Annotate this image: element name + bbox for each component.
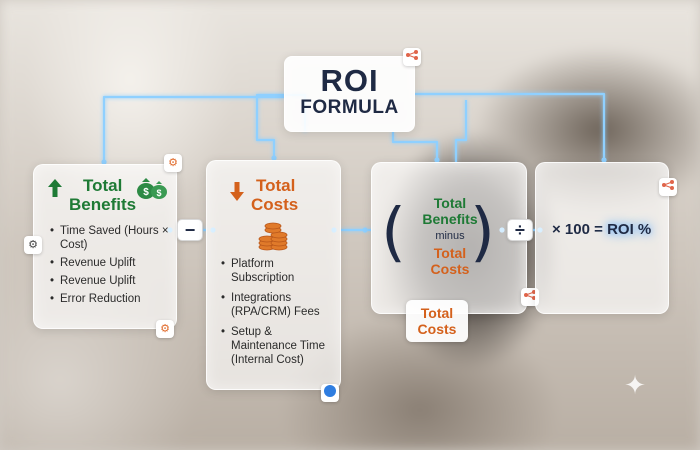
list-item: Error Reduction — [50, 292, 175, 306]
coin-stack-icon — [256, 222, 290, 257]
multiplier-text: × 100 = — [552, 221, 603, 238]
benefits-heading-line-2: Benefits — [69, 195, 137, 214]
share-node-icon — [403, 48, 421, 66]
title-line-2: FORMULA — [300, 97, 399, 118]
costs-list: Platform Subscription Integrations (RPA/… — [221, 257, 339, 371]
list-item: Revenue Uplift — [50, 256, 175, 270]
costs-heading-line-2: Costs — [251, 195, 299, 214]
roi-percent-label: ROI % — [607, 221, 652, 238]
denominator-line-1: Total — [420, 305, 454, 321]
denominator-line-2: Costs — [417, 321, 457, 337]
chat-bot-icon: ⚙ — [24, 236, 42, 254]
down-arrow-icon — [229, 181, 245, 208]
list-item: Revenue Uplift — [50, 274, 175, 288]
svg-text:$: $ — [143, 187, 149, 198]
costs-heading-line-1: Total — [256, 176, 296, 195]
result-card — [535, 162, 669, 314]
divide-operator: ÷ — [507, 219, 533, 241]
formula-benefits-line-1: Total — [433, 195, 467, 211]
left-parenthesis: ( — [381, 196, 406, 270]
right-parenthesis: ) — [470, 196, 495, 270]
roi-result: × 100 = ROI % — [552, 221, 651, 238]
gear-icon: ⚙ — [156, 320, 174, 338]
formula-minus-word: minus — [435, 230, 465, 242]
up-arrow-icon — [47, 178, 63, 203]
roi-formula-title-card: ROI FORMULA — [284, 56, 415, 132]
gear-icon: ⚙ — [164, 154, 182, 172]
list-item: Setup & Maintenance Time (Internal Cost) — [221, 325, 339, 367]
title-line-1: ROI — [320, 63, 379, 98]
money-bag-icon: $ $ — [134, 176, 168, 205]
share-node-icon — [659, 178, 677, 196]
compass-icon — [321, 384, 339, 402]
formula-costs-line-2: Costs — [430, 261, 470, 277]
minus-operator: − — [177, 219, 203, 241]
formula-costs-line-1: Total — [433, 245, 467, 261]
denominator-total-costs: Total Costs — [406, 300, 468, 342]
formula-benefits-line-2: Benefits — [422, 211, 478, 227]
svg-text:$: $ — [156, 188, 161, 198]
list-item: Integrations (RPA/CRM) Fees — [221, 291, 339, 319]
benefits-list: Time Saved (Hours × Cost) Revenue Uplift… — [50, 224, 175, 310]
list-item: Time Saved (Hours × Cost) — [50, 224, 175, 252]
list-item: Platform Subscription — [221, 257, 339, 285]
formula-card — [371, 162, 527, 314]
sparkle-icon: ✦ — [624, 370, 646, 400]
benefits-heading-line-1: Total — [83, 176, 123, 195]
